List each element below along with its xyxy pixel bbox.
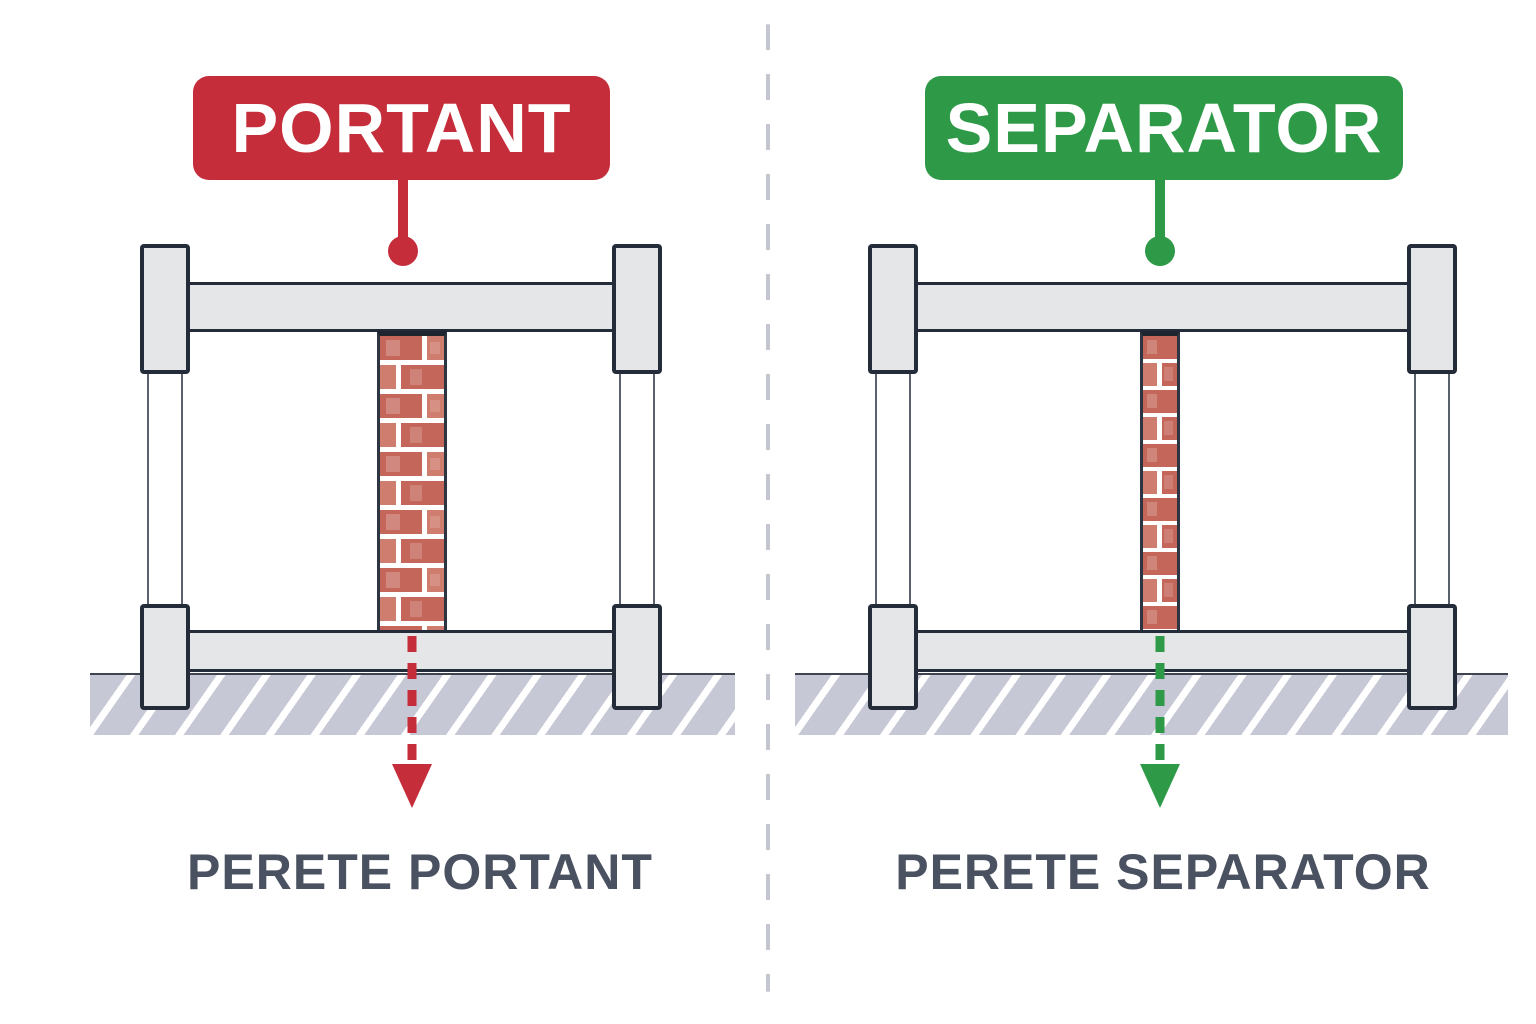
separator-column-cap-top-right bbox=[1407, 244, 1457, 374]
separator-column-cap-bottom-right bbox=[1407, 604, 1457, 710]
portant-column-cap-top-left bbox=[140, 244, 190, 374]
portant-caption: PERETE PORTANT bbox=[187, 844, 653, 900]
center-divider-dashed-line bbox=[766, 24, 770, 992]
brick-pattern-thin bbox=[1143, 336, 1177, 630]
brick-pattern-thick bbox=[380, 336, 444, 630]
portant-bottom-beam bbox=[186, 630, 616, 672]
separator-pointer-dot bbox=[1145, 236, 1175, 266]
partition-brick-wall bbox=[1140, 331, 1180, 630]
separator-top-beam bbox=[914, 282, 1411, 332]
portant-column-shaft-right bbox=[619, 372, 655, 604]
portant-label: PORTANT bbox=[193, 76, 610, 180]
load-arrow-down-red bbox=[392, 636, 432, 808]
portant-pointer-dot bbox=[388, 236, 418, 266]
portant-column-cap-top-right bbox=[612, 244, 662, 374]
separator-pointer-line bbox=[1155, 179, 1165, 239]
separator-column-cap-bottom-left bbox=[868, 604, 918, 710]
separator-label: SEPARATOR bbox=[925, 76, 1403, 180]
portant-top-beam bbox=[186, 282, 616, 332]
separator-column-cap-top-left bbox=[868, 244, 918, 374]
separator-column-shaft-right bbox=[1414, 372, 1450, 604]
portant-column-cap-bottom-right bbox=[612, 604, 662, 710]
separator-caption: PERETE SEPARATOR bbox=[895, 844, 1431, 900]
separator-column-shaft-left bbox=[875, 372, 911, 604]
load-arrow-down-green bbox=[1140, 636, 1180, 808]
load-bearing-brick-wall bbox=[377, 331, 447, 630]
portant-pointer-line bbox=[398, 179, 408, 239]
portant-column-shaft-left bbox=[147, 372, 183, 604]
portant-column-cap-bottom-left bbox=[140, 604, 190, 710]
